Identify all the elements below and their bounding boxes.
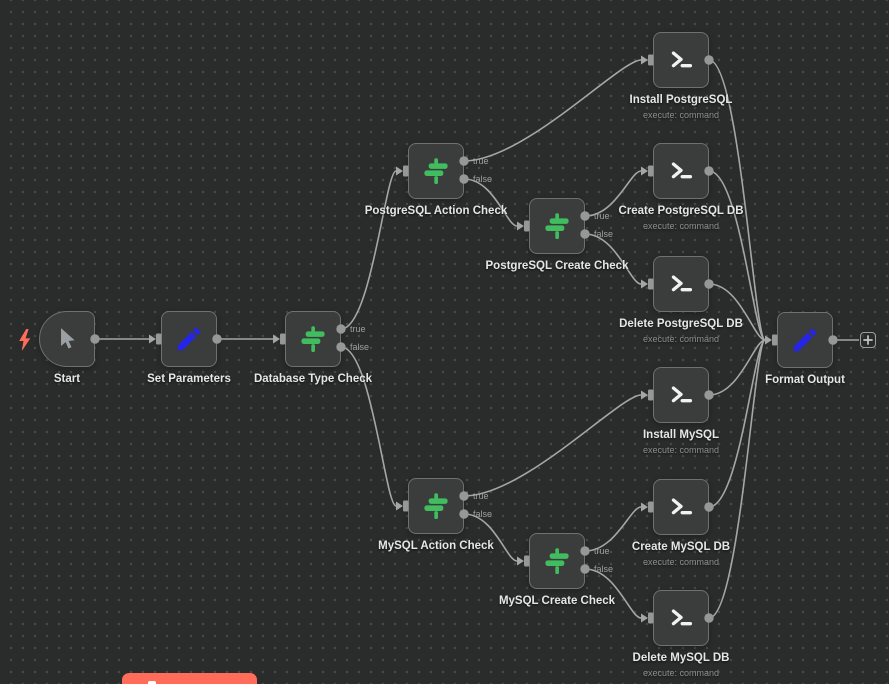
switch-icon — [540, 544, 574, 578]
node-label-postgresql-action-check: PostgreSQL Action Check — [364, 205, 508, 217]
add-node-button[interactable] — [860, 332, 876, 348]
node-delete-postgresql-db[interactable] — [653, 256, 709, 312]
output-label-database-type-check-false: false — [350, 342, 370, 352]
node-label-mysql-create-check: MySQL Create Check — [498, 595, 616, 607]
primary-action-button[interactable] — [122, 673, 257, 684]
output-label-postgresql-action-check-true: true — [473, 156, 489, 166]
node-install-mysql[interactable] — [653, 367, 709, 423]
node-label-set-parameters: Set Parameters — [147, 373, 231, 385]
output-label-mysql-create-check-false: false — [594, 564, 614, 574]
output-label-postgresql-action-check-false: false — [473, 174, 493, 184]
node-database-type-check[interactable] — [285, 311, 341, 367]
terminal-icon — [666, 492, 696, 522]
terminal-icon — [666, 380, 696, 410]
plus-icon — [863, 335, 873, 345]
node-label-mysql-action-check: MySQL Action Check — [378, 540, 494, 552]
switch-icon — [419, 154, 453, 188]
node-mysql-create-check[interactable] — [529, 533, 585, 589]
output-label-postgresql-create-check-true: true — [594, 211, 610, 221]
node-label-start: Start — [53, 373, 81, 385]
node-install-postgresql[interactable] — [653, 32, 709, 88]
node-mysql-action-check[interactable] — [408, 478, 464, 534]
node-create-mysql-db[interactable] — [653, 479, 709, 535]
pencil-icon — [174, 324, 204, 354]
node-format-output[interactable] — [777, 312, 833, 368]
switch-icon — [540, 209, 574, 243]
node-postgresql-action-check[interactable] — [408, 143, 464, 199]
terminal-icon — [666, 156, 696, 186]
terminal-icon — [666, 269, 696, 299]
node-set-parameters[interactable] — [161, 311, 217, 367]
output-label-database-type-check-true: true — [350, 324, 366, 334]
terminal-icon — [666, 45, 696, 75]
output-label-postgresql-create-check-false: false — [594, 229, 614, 239]
node-start[interactable] — [39, 311, 95, 367]
node-delete-mysql-db[interactable] — [653, 590, 709, 646]
output-label-mysql-action-check-false: false — [473, 509, 493, 519]
cursor-icon — [54, 326, 80, 352]
lightning-trigger-icon — [16, 328, 32, 357]
switch-icon — [419, 489, 453, 523]
node-label-postgresql-create-check: PostgreSQL Create Check — [485, 260, 629, 272]
output-label-mysql-action-check-true: true — [473, 491, 489, 501]
button-glyph — [148, 681, 156, 684]
node-create-postgresql-db[interactable] — [653, 143, 709, 199]
node-postgresql-create-check[interactable] — [529, 198, 585, 254]
node-label-format-output: Format Output — [765, 374, 845, 386]
terminal-icon — [666, 603, 696, 633]
node-label-database-type-check: Database Type Check — [253, 373, 373, 385]
switch-icon — [296, 322, 330, 356]
output-label-mysql-create-check-true: true — [594, 546, 610, 556]
pencil-icon — [790, 325, 820, 355]
